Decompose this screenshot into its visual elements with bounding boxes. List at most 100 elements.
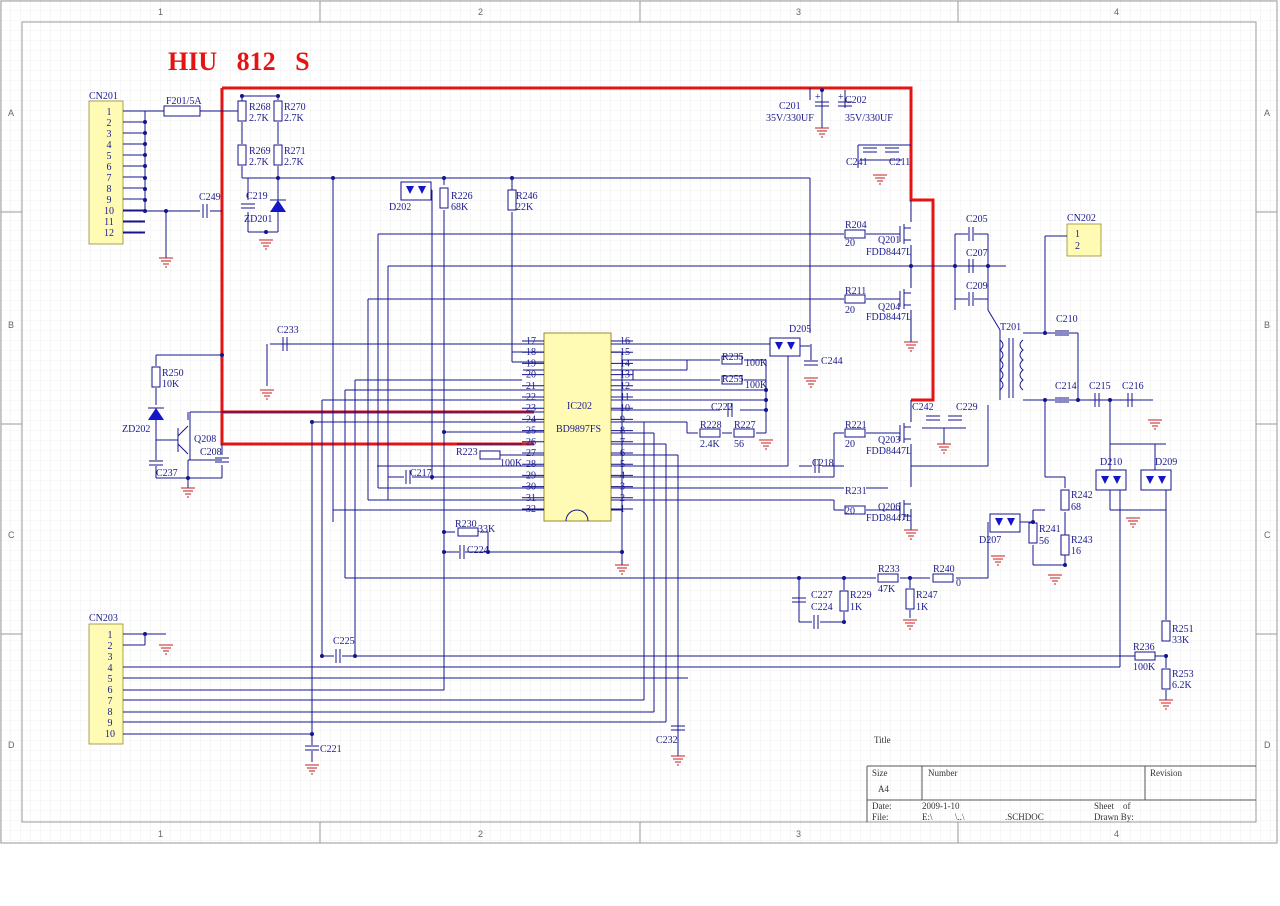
svg-text:R229: R229 [850, 590, 872, 601]
svg-text:0: 0 [956, 578, 961, 589]
cn201-pin-label: 10 [104, 206, 114, 217]
cn203-pin-label: 1 [108, 630, 113, 641]
svg-text:C: C [8, 530, 15, 540]
svg-text:C211: C211 [889, 157, 910, 168]
svg-text:D207: D207 [979, 535, 1001, 546]
svg-text:C218: C218 [812, 458, 834, 469]
svg-text:33K: 33K [1172, 635, 1190, 646]
svg-text:3: 3 [796, 829, 801, 839]
svg-text:R231: R231 [845, 486, 867, 497]
svg-text:2.7K: 2.7K [284, 113, 305, 124]
svg-text:T201: T201 [1000, 322, 1021, 333]
svg-text:R228: R228 [700, 420, 722, 431]
svg-text:Revision: Revision [1150, 768, 1183, 778]
svg-text:100K: 100K [745, 380, 768, 391]
svg-text:D: D [1264, 740, 1271, 750]
cn203-pin-label: 10 [105, 729, 115, 740]
svg-text:100K: 100K [500, 458, 523, 469]
svg-text:C201: C201 [779, 101, 801, 112]
svg-text:C244: C244 [821, 356, 843, 367]
svg-text:2009-1-10: 2009-1-10 [922, 801, 960, 811]
svg-text:IC202: IC202 [567, 401, 592, 412]
svg-text:Date:: Date: [872, 801, 892, 811]
svg-text:33K: 33K [478, 524, 496, 535]
cn201-pin-label: 5 [107, 151, 112, 162]
svg-text:2.7K: 2.7K [249, 113, 270, 124]
cn201-pin-label: 4 [107, 140, 112, 151]
cn201-pin-label: 1 [107, 107, 112, 118]
svg-text:16: 16 [1071, 546, 1081, 557]
svg-text:100K: 100K [1133, 662, 1156, 673]
svg-text:1: 1 [1075, 229, 1080, 240]
frame-row-labels: AB CD AB CD [8, 108, 1271, 750]
svg-text:R250: R250 [162, 368, 184, 379]
svg-text:20: 20 [845, 506, 855, 517]
svg-text:R268: R268 [249, 102, 271, 113]
svg-text:3: 3 [796, 7, 801, 17]
svg-text:Size: Size [872, 768, 888, 778]
sheet-frame [0, 0, 1278, 844]
svg-text:C237: C237 [156, 468, 178, 479]
svg-text:B: B [8, 320, 14, 330]
svg-text:C214: C214 [1055, 381, 1077, 392]
svg-text:R251: R251 [1172, 624, 1194, 635]
cn201-pin-label: 9 [107, 195, 112, 206]
svg-text:Number: Number [928, 768, 958, 778]
board-title: HIU 812 S [168, 47, 310, 76]
svg-text:C241: C241 [846, 157, 868, 168]
cn201-pin-label: 7 [107, 173, 112, 184]
cn201-pin-label: 6 [107, 162, 112, 173]
svg-text:10K: 10K [162, 379, 180, 390]
cn203-pin-label: 8 [108, 707, 113, 718]
svg-text:20: 20 [845, 439, 855, 450]
svg-text:4: 4 [1114, 7, 1119, 17]
svg-text:R236: R236 [1133, 642, 1155, 653]
svg-text:2.7K: 2.7K [284, 157, 305, 168]
cn203-pin-label: 4 [108, 663, 113, 674]
svg-text:CN202: CN202 [1067, 213, 1096, 224]
svg-text:R204: R204 [845, 220, 867, 231]
svg-text:R269: R269 [249, 146, 271, 157]
cn203-pin-label: 7 [108, 696, 113, 707]
cn203-pin-label: 5 [108, 674, 113, 685]
svg-text:22K: 22K [516, 202, 534, 213]
svg-text:D202: D202 [389, 202, 411, 213]
svg-text:100K: 100K [745, 358, 768, 369]
cn203-pin-label: 9 [108, 718, 113, 729]
svg-text:File:: File: [872, 812, 889, 822]
svg-text:CN203: CN203 [89, 613, 118, 624]
svg-text:ZD201: ZD201 [244, 214, 272, 225]
svg-text:+: + [838, 92, 844, 103]
connector-cn202: CN202 1 2 [1066, 213, 1102, 257]
svg-text:B: B [1264, 320, 1270, 330]
cn201-pin-label: 12 [104, 228, 114, 239]
svg-text:Q208: Q208 [194, 434, 216, 445]
svg-text:56: 56 [1039, 536, 1049, 547]
svg-text:Sheet of: Sheet of [1094, 801, 1131, 811]
cn201-pin-label: 2 [107, 118, 112, 129]
svg-text:C224: C224 [811, 602, 833, 613]
svg-text:CN201: CN201 [89, 91, 118, 102]
wiring [123, 88, 1167, 762]
svg-text:2.4K: 2.4K [700, 439, 721, 450]
svg-text:C221: C221 [320, 744, 342, 755]
svg-text:C222: C222 [711, 402, 733, 413]
svg-text:FDD8447L: FDD8447L [866, 513, 912, 524]
svg-text:R211: R211 [845, 286, 866, 297]
svg-text:C217: C217 [410, 468, 432, 479]
highlight-outline [222, 86, 935, 402]
svg-text:C224: C224 [467, 545, 489, 556]
svg-text:56: 56 [734, 439, 744, 450]
frame-dividers [1, 1, 1277, 843]
svg-text:D209: D209 [1155, 457, 1177, 468]
svg-text:A4: A4 [878, 784, 889, 794]
svg-text:ZD202: ZD202 [122, 424, 150, 435]
svg-text:2.7K: 2.7K [249, 157, 270, 168]
svg-text:C207: C207 [966, 248, 988, 259]
